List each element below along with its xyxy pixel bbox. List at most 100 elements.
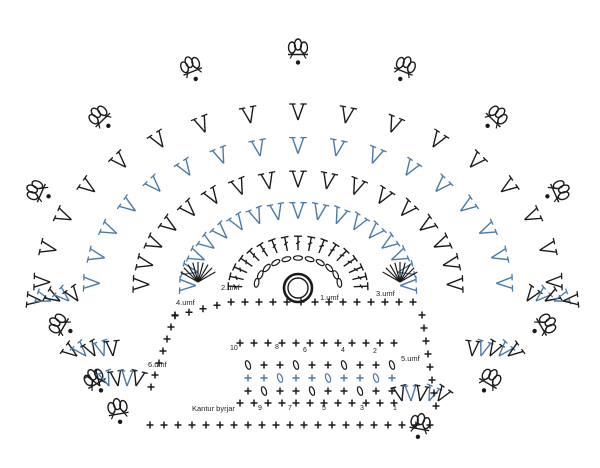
slip-stitch-dot — [545, 194, 550, 199]
round-label-4: 4.umf — [176, 298, 196, 307]
single-crochet-cross — [384, 421, 392, 429]
fan-groups — [26, 38, 570, 440]
picot-loop — [287, 38, 309, 65]
treble-stitch — [294, 235, 302, 251]
fan-cluster — [192, 262, 199, 283]
fan-cluster — [197, 267, 213, 283]
single-crochet-cross — [276, 387, 284, 395]
chain-stitch — [356, 386, 364, 396]
v-stitch — [119, 370, 136, 387]
treble-stitch — [327, 241, 340, 257]
single-crochet-cross — [353, 298, 361, 306]
fan-cluster — [385, 267, 401, 283]
picot-loop — [88, 105, 112, 129]
center-structure — [180, 255, 418, 304]
treble-stitch — [336, 247, 350, 262]
chain-stitch — [292, 255, 304, 261]
single-crochet-cross — [278, 399, 286, 407]
fan-cluster — [183, 267, 199, 283]
treble-stitch — [238, 254, 253, 267]
single-crochet-cross — [146, 421, 154, 429]
stitch-number-top-2: 2 — [373, 348, 377, 355]
single-crochet-cross — [306, 399, 314, 407]
slip-stitch-dot — [98, 388, 104, 393]
v-stitch — [103, 339, 120, 357]
stitch-number-top-4: 4 — [341, 347, 345, 354]
v-stitch — [465, 339, 482, 357]
single-crochet-cross — [292, 339, 300, 347]
single-crochet-cross — [244, 421, 252, 429]
single-crochet-cross — [258, 421, 266, 429]
v-stitch — [442, 253, 462, 271]
v-stitch — [446, 275, 464, 293]
single-crochet-cross — [260, 361, 268, 369]
v-stitch — [76, 174, 96, 193]
center-ring-inner — [287, 277, 309, 299]
v-stitch — [97, 218, 118, 236]
single-crochet-cross — [409, 298, 417, 306]
single-crochet-cross — [314, 421, 322, 429]
single-crochet-cross — [276, 361, 284, 369]
slip-stitch-dot — [485, 123, 490, 128]
v-stitch — [107, 149, 127, 168]
stitch-number-top-8: 8 — [275, 344, 279, 351]
v-stitch — [311, 201, 330, 221]
single-crochet-cross — [163, 335, 171, 343]
v-stitch — [209, 144, 227, 164]
stitch-number-top-6: 6 — [303, 347, 307, 354]
single-crochet-cross — [300, 421, 308, 429]
single-crochet-cross — [151, 371, 159, 379]
single-crochet-cross — [418, 311, 426, 319]
single-crochet-cross — [372, 361, 380, 369]
v-stitch — [209, 220, 228, 239]
picot-loop — [545, 180, 570, 203]
v-stitch — [526, 283, 543, 302]
v-stitch — [185, 245, 206, 262]
v-stitch — [524, 204, 544, 222]
single-crochet-cross — [160, 421, 168, 429]
single-crochet-cross — [185, 308, 193, 316]
single-crochet-cross — [398, 421, 406, 429]
single-crochet-cross — [306, 339, 314, 347]
single-crochet-cross — [260, 374, 268, 382]
single-crochet-cross — [199, 305, 207, 313]
slip-stitch-dot — [415, 434, 421, 440]
chain-stitch — [324, 373, 332, 383]
v-stitch — [390, 245, 411, 262]
single-crochet-cross — [155, 359, 163, 367]
treble-stitch — [352, 272, 368, 281]
v-stitch — [500, 174, 520, 193]
fan-cluster — [187, 264, 199, 283]
single-crochet-cross — [264, 339, 272, 347]
v-stitch — [91, 338, 108, 357]
v-stitch — [80, 338, 96, 357]
v-stitch — [178, 276, 197, 294]
v-stitch — [132, 275, 150, 293]
chain-stitch — [308, 386, 316, 396]
stitch-number-top-10: 10 — [230, 345, 238, 352]
v-stitch — [190, 113, 208, 133]
single-crochet-cross — [286, 421, 294, 429]
v-stitch — [400, 197, 420, 217]
single-crochet-cross — [334, 339, 342, 347]
picot-loop — [107, 397, 129, 425]
v-stitch — [435, 173, 454, 192]
single-crochet-cross — [339, 298, 347, 306]
single-crochet-cross — [376, 339, 384, 347]
round-label-6: 6.umf — [148, 360, 168, 369]
picot-loop — [180, 56, 203, 82]
v-stitch — [176, 197, 196, 217]
treble-stitch — [280, 235, 289, 252]
chain-stitch — [304, 256, 315, 263]
v-stitch — [266, 201, 285, 221]
treble-stitch — [246, 247, 260, 262]
v-stitch — [507, 340, 526, 357]
picot-loop — [478, 368, 502, 393]
slip-stitch-dot — [532, 328, 537, 334]
chain-stitch — [244, 360, 252, 370]
v-stitch — [433, 232, 453, 249]
chain-stitch — [271, 258, 281, 267]
picot-loop — [484, 105, 508, 129]
single-crochet-cross — [362, 399, 370, 407]
